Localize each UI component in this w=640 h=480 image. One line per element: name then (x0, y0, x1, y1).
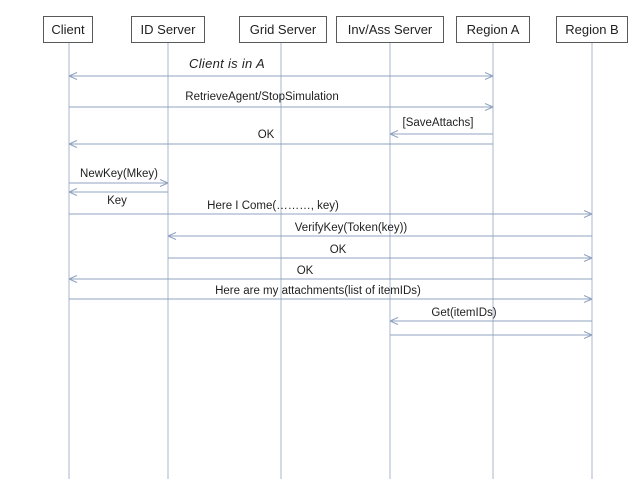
actor-label: Grid Server (250, 22, 316, 37)
message-label: [SaveAttachs] (403, 116, 474, 130)
actor-box-grid-server: Grid Server (239, 16, 327, 43)
arrowhead-icon (390, 134, 398, 138)
message-label: OK (258, 128, 275, 142)
arrowhead-icon (584, 299, 592, 303)
actor-box-inv-ass-server: Inv/Ass Server (336, 16, 444, 43)
actor-box-client: Client (43, 16, 93, 43)
message-label: VerifyKey(Token(key)) (295, 221, 407, 235)
arrowhead-icon (485, 73, 493, 77)
message-label: Client is in A (189, 57, 265, 71)
arrowhead-icon (69, 276, 77, 280)
arrowhead-icon (390, 318, 398, 322)
actor-label: Client (51, 22, 84, 37)
arrowhead-icon (584, 335, 592, 339)
arrowhead-icon (69, 144, 77, 148)
arrowhead-icon (584, 211, 592, 215)
arrowhead-icon (485, 76, 493, 80)
arrowhead-icon (390, 321, 398, 325)
message-label: Here I Come(………, key) (207, 199, 339, 213)
message-label: Key (107, 194, 127, 208)
arrowhead-icon (584, 255, 592, 259)
arrowhead-icon (160, 180, 168, 184)
actor-label: Region A (467, 22, 520, 37)
actor-label: Region B (565, 22, 618, 37)
message-label: NewKey(Mkey) (80, 167, 158, 181)
arrowhead-icon (69, 141, 77, 145)
arrowhead-icon (390, 131, 398, 135)
actor-box-region-b: Region B (556, 16, 628, 43)
actor-box-region-a: Region A (456, 16, 530, 43)
message-label: Here are my attachments(list of itemIDs) (215, 284, 421, 298)
message-label: RetrieveAgent/StopSimulation (185, 90, 338, 104)
arrowhead-icon (168, 236, 176, 240)
arrowhead-icon (584, 258, 592, 262)
arrowhead-icon (168, 233, 176, 237)
message-label: OK (330, 243, 347, 257)
arrowhead-icon (69, 189, 77, 193)
message-label: OK (297, 264, 314, 278)
arrowhead-icon (584, 214, 592, 218)
arrowhead-icon (69, 76, 77, 80)
actor-label: ID Server (141, 22, 196, 37)
arrowhead-icon (69, 73, 77, 77)
arrowhead-icon (485, 104, 493, 108)
arrowhead-icon (69, 279, 77, 283)
arrowhead-icon (160, 183, 168, 187)
arrowhead-icon (69, 192, 77, 196)
message-label: Get(itemIDs) (431, 306, 496, 320)
arrowhead-icon (584, 332, 592, 336)
actor-box-id-server: ID Server (131, 16, 205, 43)
arrowhead-icon (485, 107, 493, 111)
actor-label: Inv/Ass Server (348, 22, 433, 37)
arrowhead-icon (584, 296, 592, 300)
